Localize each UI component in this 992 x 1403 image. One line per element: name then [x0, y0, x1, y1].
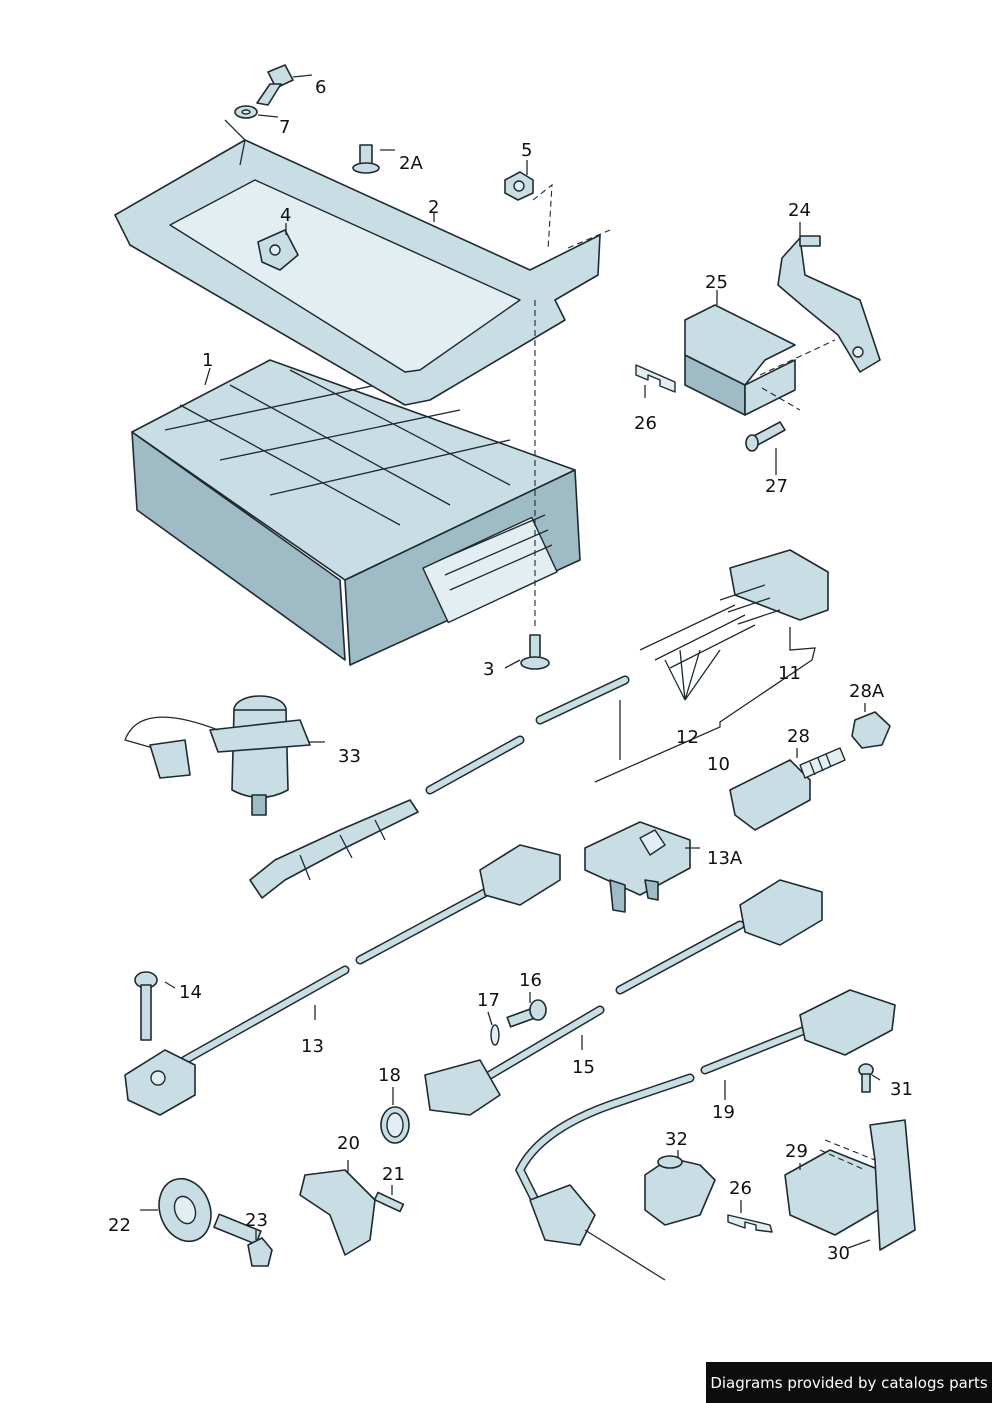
- label-part-16: 16: [519, 970, 542, 991]
- label-part-29: 29: [785, 1141, 808, 1162]
- label-part-14: 14: [179, 982, 202, 1003]
- label-part-3: 3: [483, 659, 495, 680]
- label-part-18: 18: [378, 1065, 401, 1086]
- switch-part-28: [729, 747, 846, 831]
- bracket-part-13A: [584, 821, 691, 913]
- bracket-part-2: [114, 119, 601, 406]
- label-part-19: 19: [712, 1102, 735, 1123]
- label-part-25: 25: [705, 272, 728, 293]
- label-part-10: 10: [707, 754, 730, 775]
- label-part-12: 12: [676, 727, 699, 748]
- cap-part-28A: [851, 711, 891, 749]
- clip-part-26-bottom: [727, 1214, 773, 1233]
- credit-banner: Diagrams provided by catalogs parts: [706, 1362, 992, 1403]
- label-part-31: 31: [890, 1079, 913, 1100]
- label-part-7: 7: [279, 117, 291, 138]
- label-part-5: 5: [521, 140, 533, 161]
- label-part-13: 13: [301, 1036, 324, 1057]
- label-part-22: 22: [108, 1215, 131, 1236]
- valve-part-32: [644, 1155, 716, 1226]
- washer-part-7: [234, 105, 258, 119]
- sensor-part-20: [299, 1169, 376, 1256]
- label-part-2A: 2A: [399, 153, 423, 174]
- bolt-part-21: [373, 1191, 405, 1213]
- bolt-part-14: [134, 971, 158, 1041]
- pin-part-2A: [352, 144, 380, 174]
- assembly-line: [532, 183, 611, 630]
- harness-part-19: [514, 989, 896, 1281]
- label-part-33: 33: [338, 746, 361, 767]
- clip-part-26-top: [635, 364, 676, 393]
- gasket-part-18: [380, 1106, 410, 1144]
- knock-sensor-part-13: [124, 844, 561, 1116]
- wheel-part-22: [158, 1177, 212, 1243]
- bracket-part-24: [777, 235, 881, 373]
- clip-part-4: [257, 229, 299, 271]
- label-part-27: 27: [765, 476, 788, 497]
- label-part-20: 20: [337, 1133, 360, 1154]
- lambda-probe-part-10: [249, 549, 829, 899]
- label-part-21: 21: [382, 1164, 405, 1185]
- label-part-6: 6: [315, 77, 327, 98]
- control-unit-part-1: [131, 359, 581, 666]
- label-part-28A: 28A: [849, 681, 885, 702]
- label-part-4: 4: [280, 205, 292, 226]
- label-part-23: 23: [245, 1210, 268, 1231]
- label-part-15: 15: [572, 1057, 595, 1078]
- bolt-part-6: [256, 64, 294, 106]
- label-part-26-bottom: 26: [729, 1178, 752, 1199]
- label-part-11: 11: [778, 663, 801, 684]
- label-part-32: 32: [665, 1129, 688, 1150]
- relay-part-25: [684, 304, 836, 416]
- label-part-1: 1: [202, 350, 214, 371]
- leader-lines: [140, 74, 881, 1249]
- label-part-24: 24: [788, 200, 811, 221]
- label-part-17: 17: [477, 990, 500, 1011]
- nut-part-5: [504, 171, 534, 201]
- bolt-part-23: [213, 1213, 273, 1267]
- bolt-part-16: [506, 999, 547, 1028]
- pin-part-27: [745, 421, 786, 452]
- ring-part-17: [490, 1024, 500, 1046]
- label-part-13A: 13A: [707, 848, 743, 869]
- label-part-26-top: 26: [634, 413, 657, 434]
- sensor-part-15: [424, 879, 823, 1116]
- bracket-part-30: [869, 1119, 916, 1251]
- label-part-28: 28: [787, 726, 810, 747]
- label-part-30: 30: [827, 1243, 850, 1264]
- valve-part-33: [124, 695, 311, 816]
- label-part-2: 2: [428, 197, 440, 218]
- screw-part-3: [520, 634, 550, 670]
- bolt-part-31: [858, 1063, 874, 1093]
